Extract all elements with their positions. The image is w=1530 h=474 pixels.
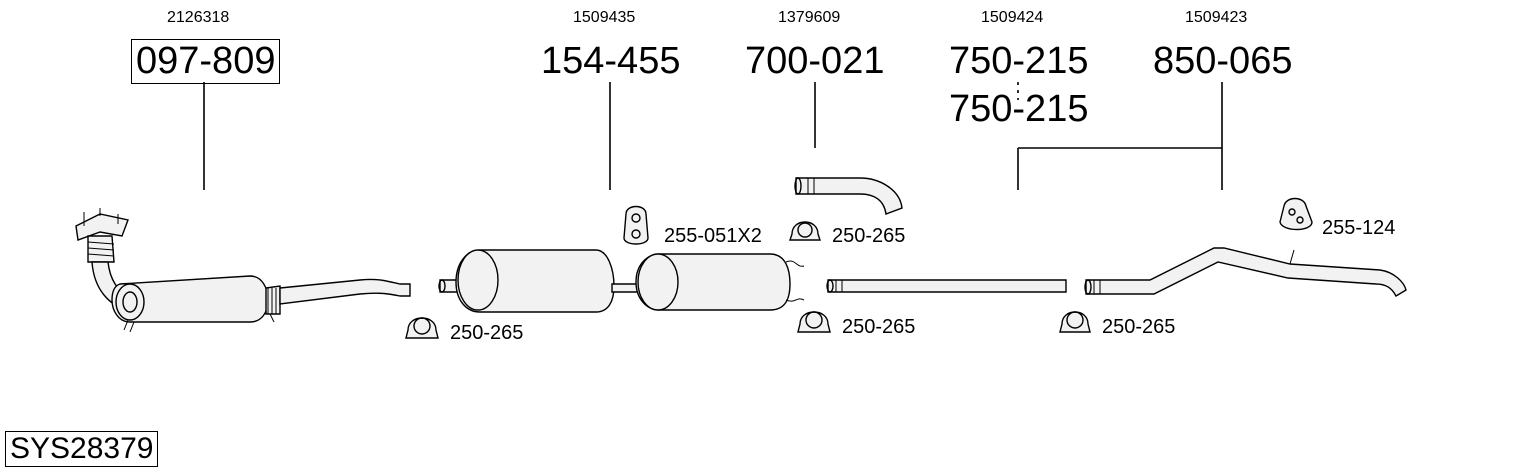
middle-silencer (438, 249, 805, 313)
oem-number: 2126318 (167, 9, 230, 26)
part-number[interactable]: 154-455 (541, 40, 681, 82)
rubber-hanger-rear-icon (1279, 197, 1313, 231)
front-pipe-catalyst (75, 208, 411, 333)
clamp-icon (405, 317, 439, 339)
tail-bend-pipe (794, 177, 903, 215)
part-number[interactable]: 750-215 (949, 40, 1089, 82)
system-id-box: SYS28379 (5, 431, 159, 467)
part-number[interactable]: 750-215 (949, 88, 1089, 130)
clamp-icon (797, 311, 831, 333)
clamp-icon (1059, 311, 1091, 333)
accessory-label[interactable]: 255-124 (1322, 217, 1396, 239)
oem-number: 1509424 (981, 9, 1044, 26)
part-number[interactable]: 700-021 (745, 40, 885, 82)
rubber-hanger-icon (623, 205, 649, 245)
oem-number: 1509435 (573, 9, 636, 26)
accessory-label[interactable]: 250-265 (450, 322, 524, 344)
clamp-icon (789, 221, 821, 241)
part-number-boxed[interactable]: 097-809 (131, 39, 281, 84)
accessory-label[interactable]: 250-265 (1102, 316, 1176, 338)
accessory-label[interactable]: 250-265 (842, 316, 916, 338)
accessory-label[interactable]: 250-265 (832, 225, 906, 247)
part-number[interactable]: 850-065 (1153, 40, 1293, 82)
rear-pipe (1084, 247, 1407, 297)
oem-number: 1379609 (778, 9, 841, 26)
intermediate-pipe (826, 279, 1067, 293)
accessory-label[interactable]: 255-051X2 (664, 225, 762, 247)
oem-number: 1509423 (1185, 9, 1248, 26)
